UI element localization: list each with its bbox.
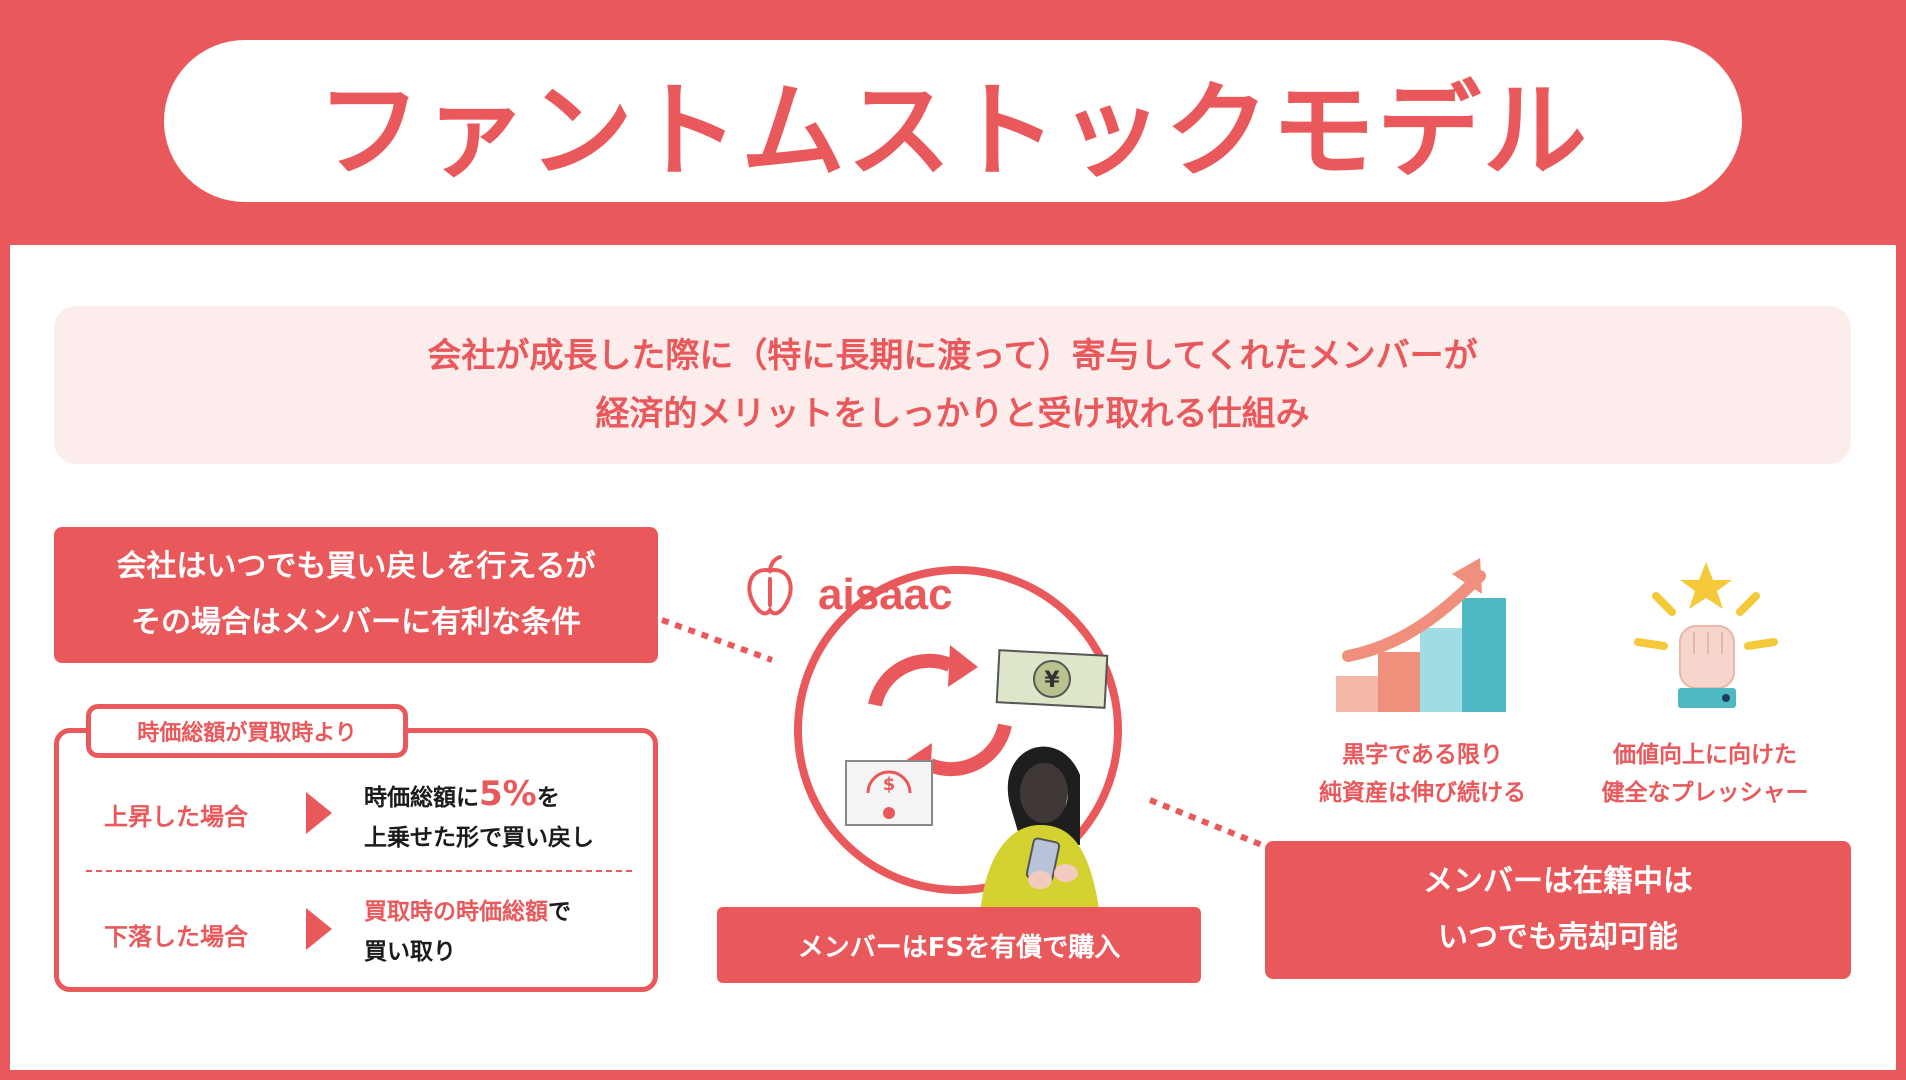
stock-certificate-icon: $ [845,760,933,826]
center-illustration: ¥ $ [747,555,1122,915]
page-title: ファントムストックモデル [316,69,1589,192]
rise-highlight: 5% [479,774,537,814]
rise-text-post: を [536,785,560,811]
rise-case-text: 時価総額に5%を 上乗せた形で買い戻し [364,774,594,858]
purchase-label: メンバーはFSを有償で購入 [717,907,1201,983]
buyback-line-2: その場合はメンバーに有利な条件 [131,605,581,640]
fall-case-label: 下落した場合 [104,923,248,951]
fall-text-line-2: 買い取り [364,939,456,965]
sell-anytime-line-1: メンバーは在籍中は [1423,864,1693,899]
subtitle-box: 会社が成長した際に（特に長期に渡って）寄与してくれたメンバーが 経済的メリットを… [54,306,1851,464]
fall-highlight: 買取時の時価総額 [364,899,548,925]
yen-symbol: ¥ [1044,668,1060,693]
buyback-box: 会社はいつでも買い戻しを行えるが その場合はメンバーに有利な条件 [54,527,658,663]
conditions-tab: 時価総額が買取時より [86,704,408,758]
title-banner: ファントムストックモデル [164,40,1742,202]
brand-name: aisaac [818,570,953,619]
fall-case-text: 買取時の時価総額で 買い取り [364,892,571,972]
buyback-line-1: 会社はいつでも買い戻しを行えるが [116,549,596,584]
rise-text-pre: 時価総額に [364,785,479,811]
subtitle-line-1: 会社が成長した際に（特に長期に渡って）寄与してくれたメンバーが [427,336,1478,376]
benefit-pressure-line-1: 価値向上に向けた [1613,742,1797,768]
rise-arrow-icon [306,792,332,834]
certificate-symbol: $ [883,774,896,795]
connector-left [660,617,774,663]
subtitle-line-2: 経済的メリットをしっかりと受け取れる仕組み [595,394,1310,434]
conditions-divider [86,870,632,872]
benefit-profit-line-2: 純資産は伸び続ける [1319,780,1526,806]
benefit-profit-line-1: 黒字である限り [1342,742,1503,768]
fall-arrow-icon [306,908,332,950]
rise-case-label: 上昇した場合 [104,803,248,831]
rise-text-line-2: 上乗せた形で買い戻し [364,825,594,851]
purchase-label-text: メンバーはFSを有償で購入 [797,932,1121,963]
ring-outline [794,566,1122,894]
conditions-tab-label: 時価総額が買取時より [137,721,357,746]
fist-star-icon [1634,562,1778,708]
connector-right [1148,797,1264,848]
sell-anytime-line-2: いつでも売却可能 [1438,920,1678,955]
benefit-pressure: 価値向上に向けた 健全なプレッシャー [1580,736,1830,812]
benefit-pressure-line-2: 健全なプレッシャー [1601,780,1809,806]
aisaac-logo-icon [747,555,793,616]
woman-with-phone-illustration [980,746,1100,915]
growth-chart-icon [1336,558,1506,712]
fall-text-post: で [548,899,571,925]
yen-bill-icon: ¥ [995,649,1109,709]
sell-anytime-box: メンバーは在籍中は いつでも売却可能 [1265,841,1851,979]
benefit-profit: 黒字である限り 純資産は伸び続ける [1300,736,1545,812]
